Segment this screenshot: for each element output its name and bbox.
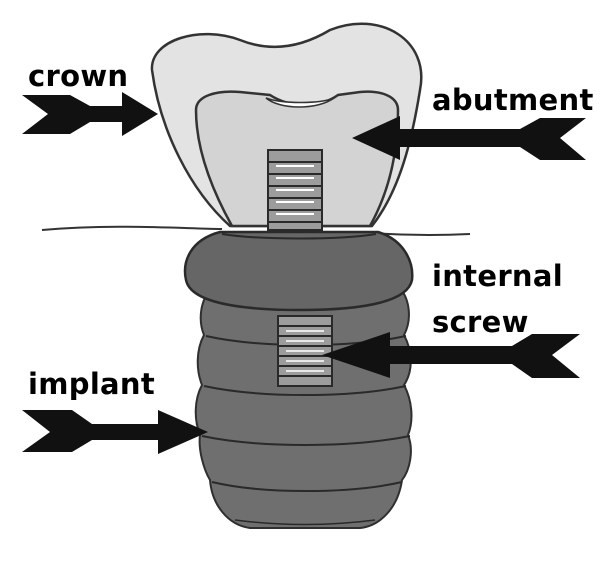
abutment-arrow: [352, 116, 586, 160]
implant-collar: [183, 230, 414, 312]
abutment-access-hole: [265, 97, 335, 108]
label-abutment: abutment: [432, 83, 594, 117]
label-implant: implant: [28, 367, 156, 401]
label-crown: crown: [28, 59, 129, 93]
label-internal-screw-line1: internal: [432, 259, 563, 293]
label-internal-screw-line2: screw: [432, 305, 529, 339]
internal-screw-arrow: [322, 332, 580, 378]
implant-arrow: [22, 410, 208, 454]
collar-rim: [221, 233, 377, 240]
internal-screw: [277, 315, 333, 387]
abutment-screw: [267, 149, 323, 231]
crown-arrow: [22, 92, 158, 136]
